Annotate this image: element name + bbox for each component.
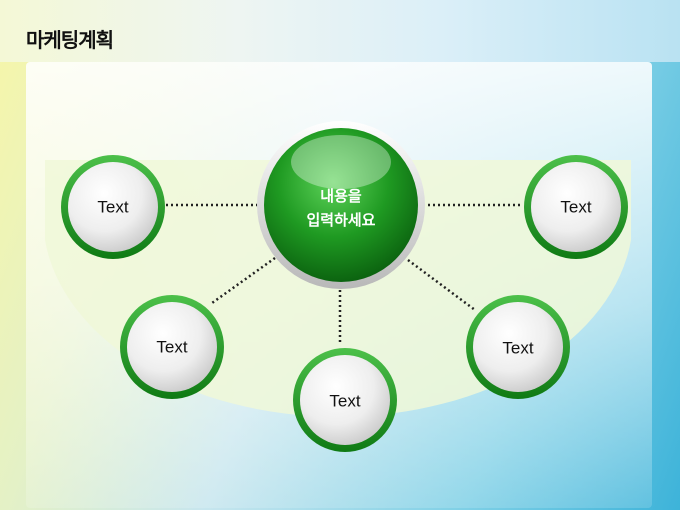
center-node[interactable]: 내용을 입력하세요: [257, 121, 425, 289]
node-right[interactable]: Text: [524, 155, 628, 259]
node-label: Text: [97, 197, 128, 216]
node-lower-right[interactable]: Text: [466, 295, 570, 399]
node-bottom[interactable]: Text: [293, 348, 397, 452]
center-label-line2: 입력하세요: [306, 211, 375, 229]
slide-title: 마케팅계획: [26, 28, 114, 52]
node-label: Text: [329, 391, 360, 410]
connector-line: [407, 258, 476, 312]
node-left[interactable]: Text: [61, 155, 165, 259]
title-band: [0, 0, 680, 62]
center-label-line1: 내용을: [320, 187, 362, 205]
node-label: Text: [156, 337, 187, 356]
node-label: Text: [560, 197, 591, 216]
node-label: Text: [502, 338, 533, 357]
node-lower-left[interactable]: Text: [120, 295, 224, 399]
